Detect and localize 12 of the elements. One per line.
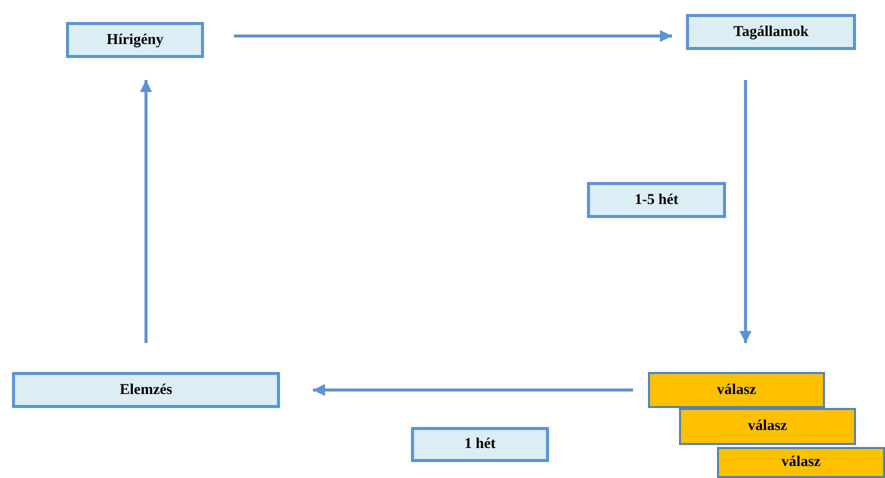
- response-box: válasz: [648, 372, 825, 408]
- arrow: [140, 80, 152, 343]
- arrow: [740, 80, 752, 343]
- label-box: 1-5 hét: [587, 182, 726, 218]
- response-box: válasz: [679, 408, 856, 445]
- arrow: [234, 30, 672, 42]
- label-box: Tagállamok: [686, 14, 856, 50]
- label-box: Hírigény: [66, 22, 204, 58]
- response-box: válasz: [717, 447, 885, 478]
- label-box: 1 hét: [411, 427, 549, 462]
- arrow: [313, 384, 633, 396]
- label-box: Elemzés: [12, 372, 280, 408]
